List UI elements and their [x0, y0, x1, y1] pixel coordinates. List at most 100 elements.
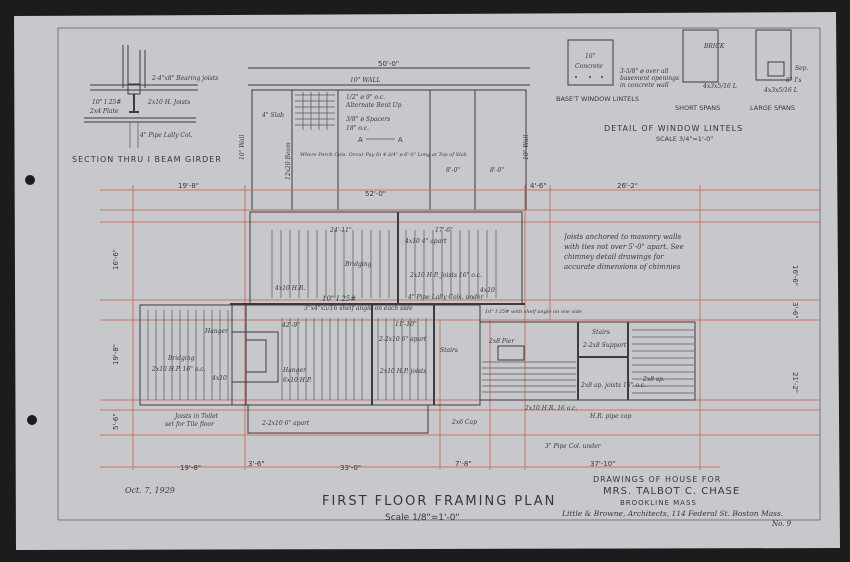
drawing-date: Oct. 7, 1929 — [125, 486, 175, 495]
wall-label: 10" Wall — [523, 135, 530, 160]
brick-label: BRICK — [703, 43, 725, 50]
plan-label: 6x10 H.P. — [283, 377, 312, 384]
plan-title: FIRST FLOOR FRAMING PLAN — [322, 494, 556, 509]
plan-label: 2-2x8 Support — [582, 342, 627, 349]
client-line-1: DRAWINGS OF HOUSE FOR — [593, 475, 721, 484]
lintel-detail-scale: SCALE 3/4"=1'-0" — [656, 135, 713, 143]
large-spans-label: LARGE SPANS — [750, 104, 795, 112]
section-note: 4" Pipe Lally Col. — [139, 132, 193, 139]
short-spans-label: SHORT SPANS — [675, 104, 720, 112]
rebar-note: Alternate Bent Up — [345, 102, 402, 109]
plan-label: 2x8 ap. joists 16" o.c. — [580, 382, 646, 389]
plan-label: 2x8 Pier — [488, 338, 515, 345]
plan-label: 42'-9" — [281, 322, 300, 329]
section-note: 2x10 H. Joists — [147, 99, 190, 106]
plan-label: 4x10 — [479, 287, 495, 294]
lintel-note: in concrete wall — [620, 82, 669, 89]
large-note: Sep. — [795, 65, 809, 72]
plan-label: 10" I 25# with shelf angle on one side — [485, 309, 582, 315]
lintel-material: Concrete — [575, 63, 603, 70]
plan-label: Bridging — [344, 261, 372, 268]
plan-label: set for Tile floor — [165, 421, 215, 428]
plan-label: 2x8 sp. — [642, 376, 665, 383]
plan-label: 2x10 H.P. Joists 16" o.c. — [409, 272, 482, 279]
porch-dim: 50'-0" — [378, 60, 399, 68]
dim-label: 3'-6" — [248, 460, 265, 468]
dim-label: 3'-6" — [791, 302, 799, 319]
porch-dim: 8'-0" — [490, 167, 504, 174]
plan-label: 17'-6" — [435, 227, 453, 234]
punch-hole — [25, 175, 35, 185]
dim-label: 7'-8" — [455, 460, 472, 468]
lintel-note: basement openings — [620, 75, 679, 82]
section-note: 10" I 25# — [92, 99, 121, 106]
title-block: Oct. 7, 1929 FIRST FLOOR FRAMING PLAN Sc… — [125, 475, 792, 528]
dim-label: 16'-6" — [791, 265, 799, 286]
paper-sheet — [14, 12, 840, 550]
large-angle-label: 4x3x5/16 L — [763, 87, 798, 94]
masonry-note: Joists anchored to masonry walls with ti… — [564, 233, 684, 271]
dim-label: 5'-6" — [112, 413, 120, 430]
section-mark: A — [398, 136, 403, 144]
dim-label: 21'-2" — [791, 372, 799, 393]
plan-label: 11'-10" — [395, 321, 417, 328]
client-location: BROOKLINE MASS — [620, 499, 697, 507]
dim-label: 37'-10" — [590, 460, 615, 468]
plan-label: 10" I 25# — [322, 295, 356, 303]
client-name: MRS. TALBOT C. CHASE — [603, 486, 740, 497]
plan-label: Stairs — [592, 329, 610, 336]
plan-label: 24'-11" — [329, 227, 352, 234]
dim-label: 26'-2" — [617, 182, 638, 190]
short-angle-label: 4x3x5/16 L — [702, 83, 737, 90]
lintel-dim: 16" — [585, 53, 596, 60]
wall-label: 10" Wall — [239, 135, 246, 160]
lintel-note: 3-5/8" ø over all — [620, 68, 669, 75]
joist-lines — [147, 230, 694, 400]
plan-label: Hanger — [204, 328, 229, 335]
plan-label: 2-2x10 6" apart — [378, 336, 427, 343]
plan-label: 4x10 4" apart — [404, 238, 447, 245]
section-title: SECTION THRU I BEAM GIRDER — [72, 155, 222, 164]
porch-dim: 8'-0" — [446, 167, 460, 174]
sheet-number: No. 9 — [771, 520, 792, 528]
plan-label: 3" Pipe Col. under — [545, 443, 602, 450]
plan-label: 2-2x10 6" apart — [261, 420, 310, 427]
rebar-note: 1/2" ø 9" o.c. — [346, 94, 385, 101]
section-note: 2x4 Plate — [89, 108, 119, 115]
section-detail: 2-4"x8" Bearing joists 10" I 25# 2x10 H.… — [72, 45, 222, 164]
punch-hole — [27, 415, 37, 425]
lintel-detail-title: DETAIL OF WINDOW LINTELS — [604, 124, 743, 133]
porch-note: Where Porch Cols. Occur Pay In 4-3/4" ø … — [300, 152, 467, 158]
plan-label: 4" Pipe Lally Cols. under — [407, 294, 485, 301]
plan-label: 2x10 H.P. joists — [379, 368, 426, 375]
framing-walls — [139, 211, 696, 434]
slab-label: 4" Slab — [261, 112, 284, 119]
plan-label: 3"x4"x5/16 shelf angle on each side — [304, 305, 413, 312]
section-mark: A — [358, 136, 363, 144]
section-note: 2-4"x8" Bearing joists — [151, 75, 218, 82]
beam-label: 12x20 Beam — [285, 142, 292, 180]
rebar-note: 18" o.c. — [346, 125, 369, 132]
plan-label: Bridging — [167, 355, 195, 362]
dim-label: 19'-8" — [180, 464, 201, 472]
plan-label: 2x10 H.R. 16 o.c. — [524, 405, 578, 412]
plan-label: Stairs — [440, 347, 458, 354]
dimension-strings: 19'-8" 52'-0" 4'-6" 26'-2" 19'-8" 3'-6" … — [112, 182, 799, 472]
architect-credit: Little & Browne, Architects, 114 Federal… — [561, 509, 783, 518]
basement-lintel-label: BASE'T WINDOW LINTELS — [556, 95, 639, 103]
plan-label: Hanger — [282, 367, 307, 374]
rebar-note: 3/8" ø Spacers — [346, 116, 390, 123]
large-note: 6" I's — [786, 77, 802, 84]
border-frame — [57, 27, 821, 521]
plan-scale: Scale 1/8"=1'-0" — [385, 513, 460, 523]
plan-label: 4x10 — [211, 375, 227, 382]
lintel-detail: 16" Concrete 3-5/8" ø over all basement … — [556, 29, 809, 143]
porch-wall-label: 10" WALL — [350, 77, 380, 84]
plan-label: 4x10 H.R. — [274, 285, 305, 292]
dim-label: 4'-6" — [530, 182, 547, 190]
masonry-note-text: Joists anchored to masonry walls with ti… — [564, 233, 684, 271]
plan-label: H.R. pipe cap — [589, 413, 631, 420]
plan-annotations: 24'-11" 17'-6" 4x10 4" apart Bridging 2x… — [151, 227, 665, 450]
